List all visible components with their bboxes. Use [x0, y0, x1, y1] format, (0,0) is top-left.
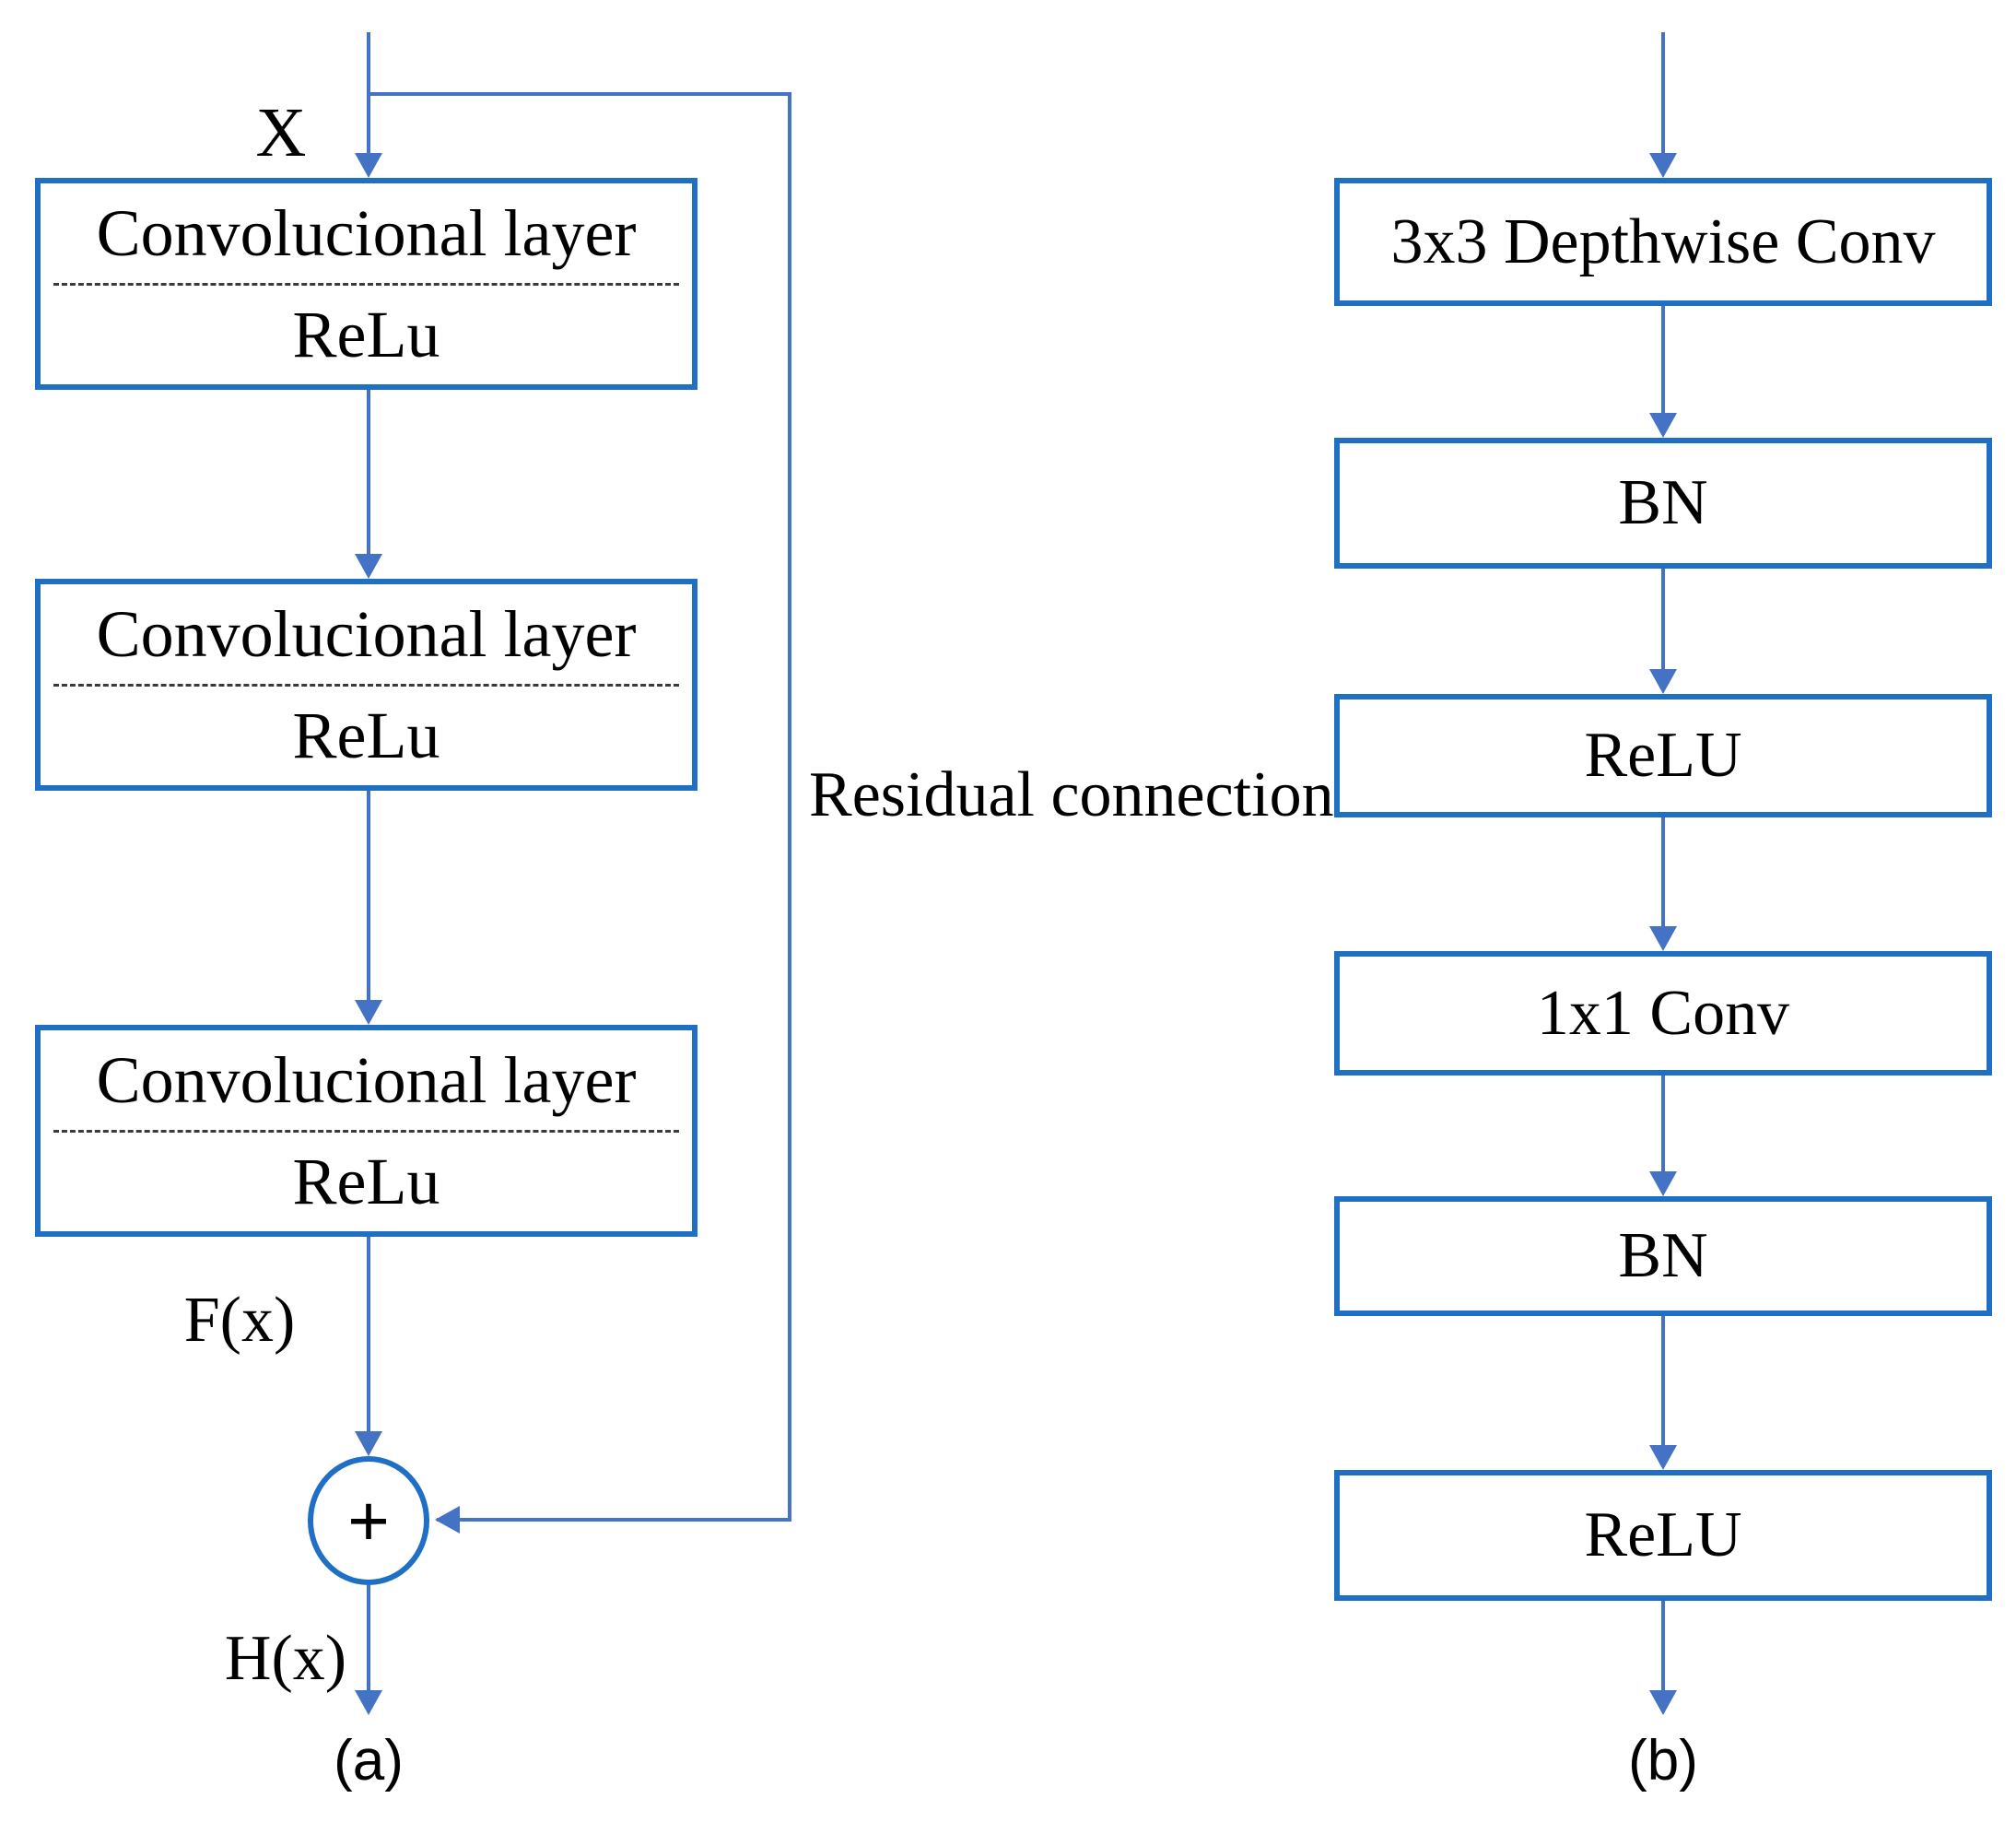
- connector-a3-sum: [367, 1237, 370, 1433]
- plus-icon: +: [347, 1480, 390, 1561]
- h-of-x-label: H(x): [224, 1623, 347, 1694]
- arrowhead-input-b: [1649, 153, 1677, 178]
- connector-a1-a2: [367, 390, 370, 556]
- arrowhead-a2-a3: [355, 1000, 382, 1025]
- residual-line-bottom: [437, 1518, 791, 1522]
- depthwise-conv-label: 3x3 Depthwise Conv: [1390, 206, 1936, 277]
- connector-b5-b6: [1661, 1316, 1665, 1447]
- arrowhead-b5-b6: [1649, 1445, 1677, 1470]
- conv-layer-box-1: Convolucional layer ReLu: [35, 178, 697, 390]
- relu-box-1: ReLU: [1334, 694, 1992, 817]
- bn-box-1: BN: [1334, 438, 1992, 569]
- conv-layer-box-2: Convolucional layer ReLu: [35, 579, 697, 791]
- bn-2-label: BN: [1618, 1220, 1708, 1291]
- connector-a2-a3: [367, 791, 370, 1002]
- bn-1-label: BN: [1618, 467, 1708, 538]
- connector-sum-output: [367, 1585, 370, 1692]
- residual-branch-top: [369, 92, 791, 96]
- conv-layer-2-activation: ReLu: [292, 699, 440, 773]
- arrowhead-a3-sum: [355, 1431, 382, 1456]
- conv-layer-1-title: Convolucional layer: [96, 195, 637, 270]
- input-label-x: X: [255, 94, 307, 171]
- sum-node: +: [308, 1456, 429, 1585]
- arrowhead-residual: [435, 1506, 460, 1534]
- connector-b2-b3: [1661, 569, 1665, 671]
- pointwise-conv-box: 1x1 Conv: [1334, 951, 1992, 1076]
- connector-b1-b2: [1661, 306, 1665, 415]
- conv-layer-box-3: Convolucional layer ReLu: [35, 1025, 697, 1237]
- conv-layer-3-divider: [53, 1129, 679, 1133]
- caption-b: (b): [1628, 1729, 1698, 1793]
- connector-b4-b5: [1661, 1076, 1665, 1173]
- relu-1-label: ReLU: [1584, 720, 1742, 791]
- connector-output-b: [1661, 1601, 1665, 1692]
- conv-layer-1-activation: ReLu: [292, 298, 440, 372]
- arrowhead-input-a: [355, 153, 382, 178]
- relu-box-2: ReLU: [1334, 1470, 1992, 1601]
- arrowhead-b3-b4: [1649, 926, 1677, 951]
- bn-box-2: BN: [1334, 1196, 1992, 1316]
- residual-line-vertical: [788, 92, 791, 1522]
- conv-layer-3-title: Convolucional layer: [96, 1042, 637, 1117]
- pointwise-conv-label: 1x1 Conv: [1536, 977, 1790, 1049]
- conv-layer-1-divider: [53, 282, 679, 286]
- caption-a: (a): [334, 1729, 404, 1793]
- arrowhead-b2-b3: [1649, 669, 1677, 694]
- arrowhead-a1-a2: [355, 554, 382, 579]
- arrowhead-b4-b5: [1649, 1171, 1677, 1196]
- depthwise-conv-box: 3x3 Depthwise Conv: [1334, 178, 1992, 306]
- f-of-x-label: F(x): [183, 1285, 296, 1356]
- residual-connection-label: Residual connection: [809, 759, 1334, 830]
- relu-2-label: ReLU: [1584, 1499, 1742, 1570]
- arrowhead-b1-b2: [1649, 413, 1677, 438]
- conv-layer-2-divider: [53, 683, 679, 687]
- conv-layer-2-title: Convolucional layer: [96, 596, 637, 671]
- arrowhead-output-a: [355, 1690, 382, 1715]
- input-line-b: [1661, 32, 1665, 155]
- arrowhead-output-b: [1649, 1690, 1677, 1715]
- conv-layer-3-activation: ReLu: [292, 1145, 440, 1219]
- connector-b3-b4: [1661, 817, 1665, 927]
